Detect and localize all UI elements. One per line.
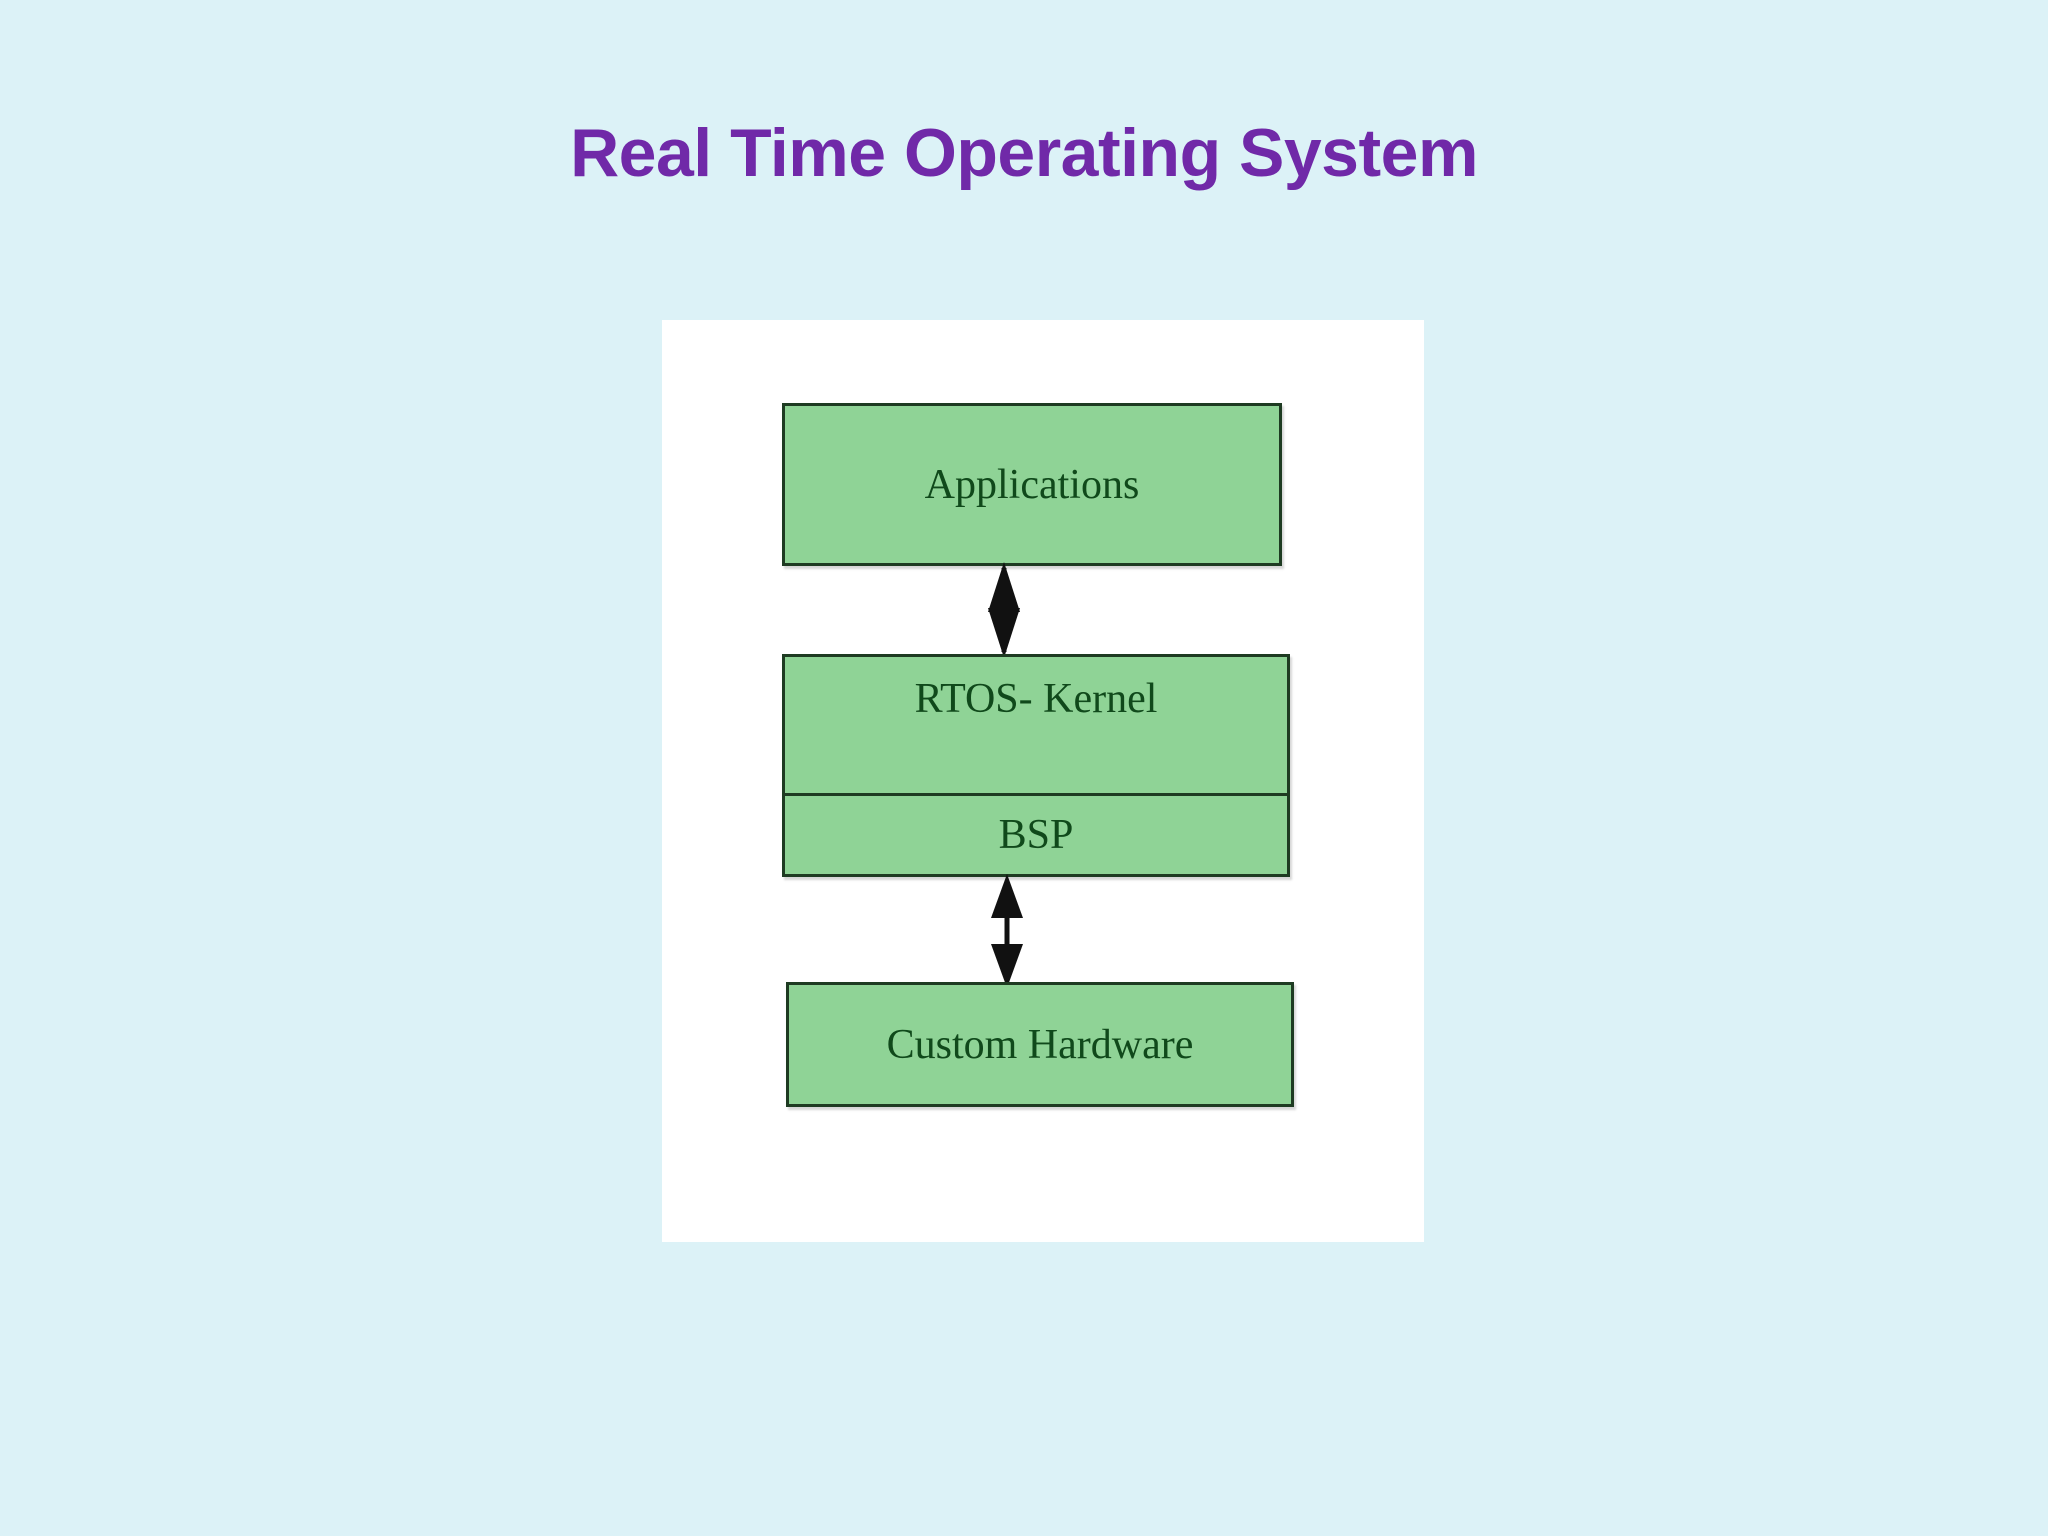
- page-title: Real Time Operating System: [570, 115, 1478, 191]
- diagram-box-bsp-label: BSP: [998, 812, 1074, 858]
- diagram-box-custom-hardware-label: Custom Hardware: [886, 1021, 1194, 1068]
- diagram-box-bsp: BSP: [782, 793, 1290, 877]
- diagram-box-rtos-kernel: RTOS- Kernel: [782, 654, 1290, 796]
- diagram-box-rtos-stack: RTOS- Kernel BSP: [782, 654, 1290, 877]
- double-arrow-vertical-icon-applications-rtos: [988, 562, 1020, 658]
- rtos-architecture-diagram: Applications RTOS- Kernel BSP Custom Har…: [662, 320, 1424, 1242]
- diagram-box-applications: Applications: [782, 403, 1282, 566]
- diagram-box-rtos-kernel-label: RTOS- Kernel: [914, 676, 1158, 722]
- diagram-box-applications-label: Applications: [924, 461, 1140, 508]
- double-arrow-vertical-icon-bsp-hardware: [991, 874, 1023, 988]
- diagram-box-custom-hardware: Custom Hardware: [786, 982, 1294, 1107]
